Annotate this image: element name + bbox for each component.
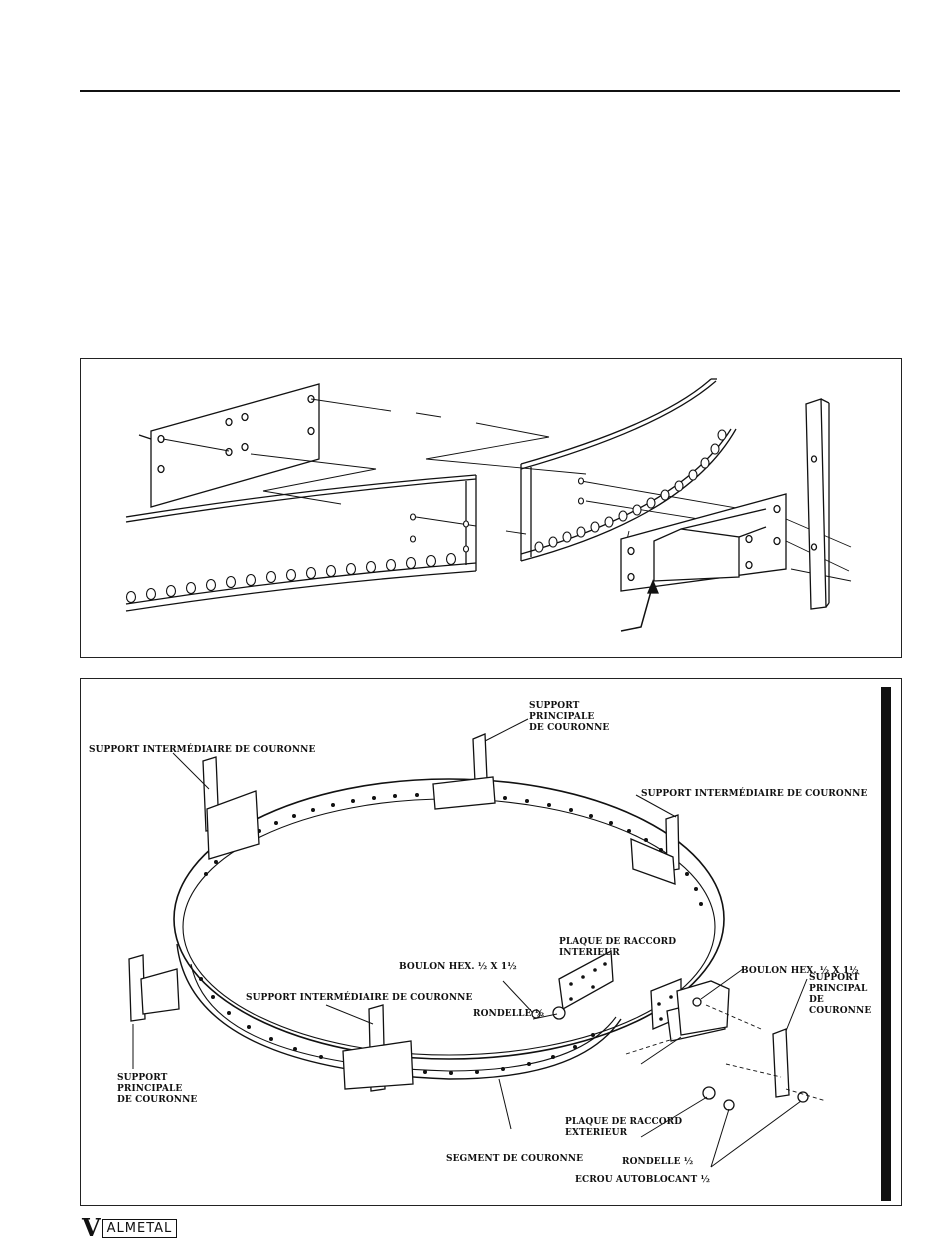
inner-splice-plate bbox=[150, 383, 320, 508]
leader-lines bbox=[132, 718, 808, 1168]
header-rule bbox=[80, 90, 900, 92]
splice-detail-panel bbox=[80, 358, 902, 658]
label-segment-couronne: SEGMENT DE COURONNE bbox=[446, 1154, 584, 1164]
label-plaque-raccord-interieur: PLAQUE DE RACCORD INTERIEUR bbox=[559, 937, 677, 958]
ring-assembly-panel: SUPPORT INTERMÉDIAIRE DE COURONNE SUPPOR… bbox=[80, 678, 902, 1206]
label-support-intermediaire-top-left: SUPPORT INTERMÉDIAIRE DE COURONNE bbox=[89, 745, 316, 755]
label-support-intermediaire-center: SUPPORT INTERMÉDIAIRE DE COURONNE bbox=[246, 993, 473, 1003]
label-support-principale-top: SUPPORT PRINCIPALE DE COURONNE bbox=[529, 701, 610, 733]
ring-outer-edge bbox=[173, 778, 725, 1060]
splice-detail-drawing bbox=[125, 378, 852, 632]
ring-assembly-drawing bbox=[128, 687, 891, 1201]
label-rondelle-left: RONDELLE ½ bbox=[473, 1009, 545, 1019]
label-support-intermediaire-right: SUPPORT INTERMÉDIAIRE DE COURONNE bbox=[641, 789, 868, 799]
label-boulon-hex-right: BOULON HEX. ½ X 1½ bbox=[741, 966, 859, 976]
ring-perforations bbox=[199, 793, 703, 1075]
right-segment-holes bbox=[534, 429, 727, 553]
logo-initial: V bbox=[82, 1213, 101, 1242]
label-support-principale-left: SUPPORT PRINCIPALE DE COURONNE bbox=[117, 1073, 198, 1105]
label-ecrou-autoblocant: ECROU AUTOBLOCANT ½ bbox=[575, 1175, 710, 1185]
label-support-principal-right: SUPPORT PRINCIPAL DE COURONNE bbox=[809, 973, 872, 1016]
logo-wordmark: ALMETAL bbox=[101, 1218, 178, 1238]
main-support-angle bbox=[805, 398, 827, 610]
label-rondelle-right: RONDELLE ½ bbox=[622, 1157, 694, 1167]
plate-holes bbox=[157, 394, 315, 474]
ring-inner-edge bbox=[182, 798, 716, 1056]
fasteners bbox=[531, 997, 809, 1111]
right-margin-bar bbox=[881, 687, 891, 1201]
label-boulon-hex-left: BOULON HEX. ½ X 1½ bbox=[399, 962, 517, 972]
label-plaque-raccord-exterieur: PLAQUE DE RACCORD EXTERIEUR bbox=[565, 1117, 683, 1138]
valmetal-logo: V ALMETAL bbox=[82, 1213, 178, 1242]
left-segment-holes bbox=[125, 513, 470, 604]
support-brackets bbox=[128, 733, 790, 1098]
